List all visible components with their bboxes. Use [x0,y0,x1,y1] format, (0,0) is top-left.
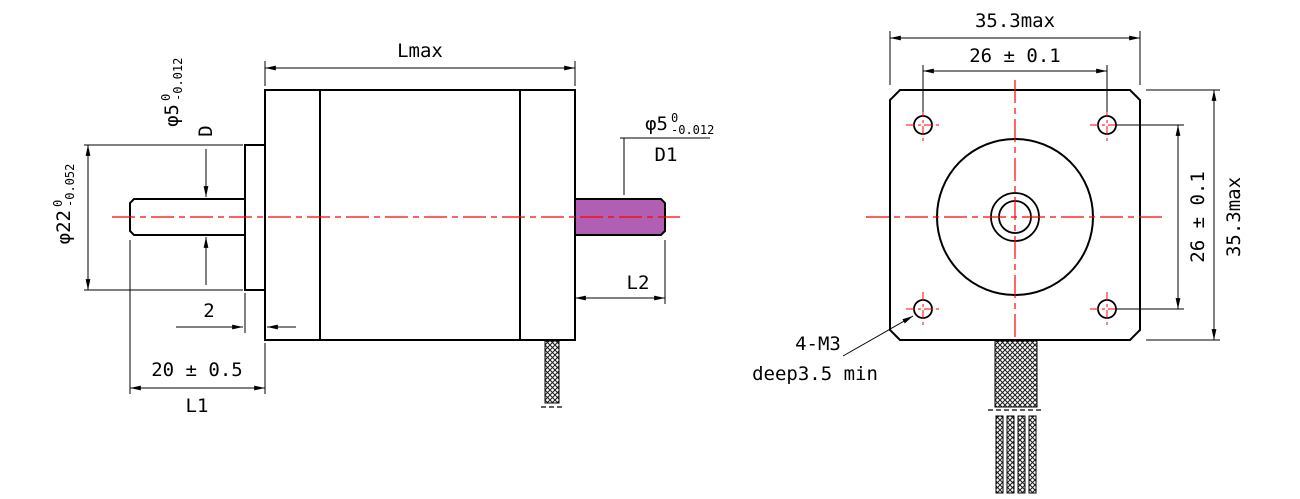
hole-note-line1: 4-M3 [795,333,841,355]
lead-wire-4 [1028,415,1037,494]
front-shaft-dia-value: φ5 [161,104,183,127]
dim-lmax: Lmax [264,40,576,86]
front-shaft [129,198,246,236]
dim-rear-shaft-dia: φ5 0 -0.012 D1 [620,111,714,195]
boss-width-label: 2 [203,300,214,322]
hole-note-leader [842,315,914,357]
hole-centermarks [906,108,1124,326]
dim-shaft-length: 20 ± 0.5 L1 [129,240,266,417]
hole-note-line2: deep3.5 min [752,363,878,385]
rear-shaft-name-label: D1 [655,144,678,166]
dim-hole-spacing-side: 26 ± 0.1 [1116,124,1209,310]
side-view: Lmax φ22 0 -0.052 φ5 0 -0.012 D [51,40,714,417]
front-view: 35.3max 26 ± 0.1 26 ± 0.1 35.3max [752,10,1245,494]
hole-spacing-top-label: 26 ± 0.1 [969,45,1061,67]
dim-front-shaft-dia: φ5 0 -0.012 D [159,58,217,285]
pilot-dia-value: φ22 [53,210,75,244]
body-width-label: 35.3max [975,10,1055,32]
dim-body-width: 35.3max [889,10,1141,85]
mounting-hole-note: 4-M3 deep3.5 min [752,315,914,385]
front-shaft-dia-tol-lower: -0.012 [171,58,185,101]
rear-shaft-dia-value: φ5 [645,113,668,135]
rear-length-name: L2 [627,272,650,294]
dim-pilot-dia: φ22 0 -0.052 [51,144,243,291]
shaft-length-value: 20 ± 0.5 [151,359,243,381]
front-shaft-name-label: D [195,125,217,136]
lead-wires [995,415,1037,494]
dim-boss-width: 2 [176,293,296,333]
cable-left [544,340,560,404]
dim-body-height: 35.3max [1146,89,1245,341]
pilot-dia-tol-lower: -0.052 [63,164,77,207]
pilot-dia-tol-upper: 0 [51,200,65,207]
rear-shaft-dia-tol-lower: -0.012 [671,123,714,137]
dim-hole-spacing-top: 26 ± 0.1 [922,45,1108,112]
hole-spacing-side-label: 26 ± 0.1 [1187,171,1209,263]
shaft-length-name: L1 [186,395,209,417]
lmax-label: Lmax [397,40,443,62]
cable-bundle [994,340,1038,408]
motor-body [264,89,576,341]
rear-shaft-dia-tol-upper: 0 [671,111,678,125]
dim-rear-length: L2 [575,240,666,304]
body-height-label: 35.3max [1223,177,1245,257]
lead-wire-2 [1006,415,1015,494]
lead-wire-1 [995,415,1004,494]
front-shaft-dia-tol-upper: 0 [159,94,173,101]
lead-wire-3 [1017,415,1026,494]
